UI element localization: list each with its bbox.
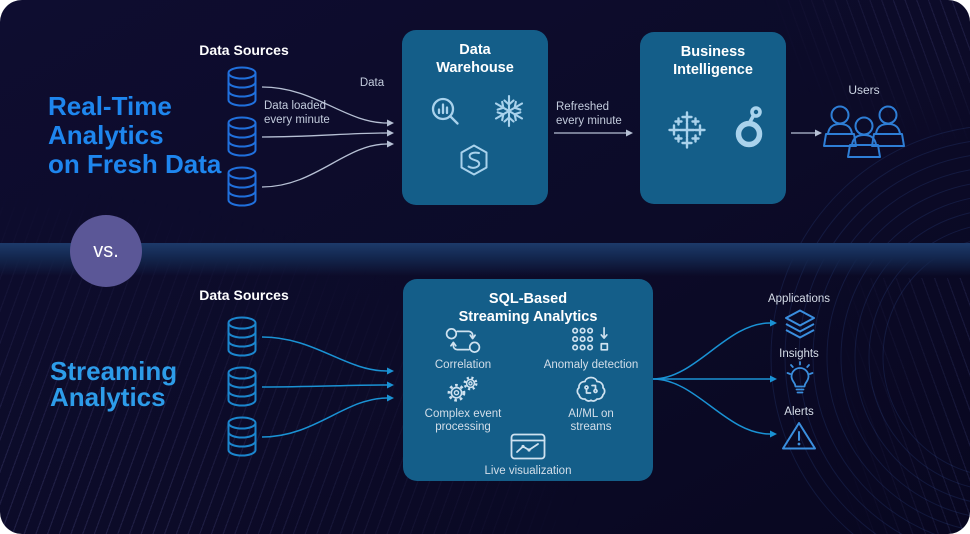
data-arrow-label: Data	[359, 77, 385, 89]
feature-complex-event-processing: Complex event processing	[403, 375, 523, 434]
data-warehouse-box: Data Warehouse	[402, 30, 548, 205]
bi-to-users-arrow	[791, 129, 822, 137]
warehouse-to-bi-arrow	[554, 129, 633, 137]
top-ingest-arrows	[261, 86, 394, 188]
data-sources-label-top: Data Sources	[199, 42, 289, 58]
refresh-note: Refreshed every minute	[556, 101, 622, 127]
layers-icon	[782, 308, 818, 345]
feature-correlation: Correlation	[403, 326, 523, 372]
database-icon	[225, 316, 259, 358]
correlation-icon	[403, 326, 523, 354]
insights-label: Insights	[779, 348, 819, 360]
gears-icon	[403, 375, 523, 403]
sql-streaming-analytics-box: SQL-Based Streaming Analytics	[403, 279, 653, 481]
database-icon	[225, 66, 259, 108]
looker-icon	[732, 104, 768, 155]
alerts-label: Alerts	[784, 406, 814, 418]
database-icon	[225, 416, 259, 458]
tableau-icon	[666, 109, 708, 156]
divider-band	[0, 243, 970, 276]
data-sources-label-bottom: Data Sources	[199, 287, 289, 303]
users-icon	[822, 102, 906, 179]
anomaly-detection-icon	[531, 326, 651, 354]
snowflake-icon	[489, 91, 529, 136]
load-note: Data loaded every minute	[264, 100, 330, 126]
business-intelligence-box: Business Intelligence	[640, 32, 786, 204]
feature-anomaly-detection: Anomaly detection	[531, 326, 651, 372]
database-icon	[225, 166, 259, 208]
vs-label: vs.	[93, 239, 119, 262]
bottom-section-title: Streaming Analytics	[50, 356, 178, 412]
business-intelligence-title: Business Intelligence	[673, 44, 753, 78]
applications-label: Applications	[767, 293, 830, 305]
lightbulb-icon	[784, 361, 816, 402]
bottom-ingest-arrows	[261, 336, 394, 438]
feature-live-visualization: Live visualization	[462, 432, 594, 478]
output-arrows	[652, 319, 777, 438]
sql-box-title: SQL-Based Streaming Analytics	[458, 291, 598, 325]
chart-window-icon	[462, 432, 594, 460]
users-label: Users	[848, 83, 880, 97]
brain-icon	[531, 375, 651, 403]
database-icon	[225, 366, 259, 408]
feature-aiml-on-streams: AI/ML on streams	[531, 375, 651, 434]
database-icon	[225, 116, 259, 158]
singlestore-icon	[456, 142, 492, 183]
magnifier-chart-icon	[427, 94, 465, 137]
vs-badge: vs.	[70, 215, 142, 287]
data-warehouse-title: Data Warehouse	[436, 42, 514, 76]
top-section-title: Real-Time Analytics on Fresh Data	[48, 91, 222, 179]
alert-triangle-icon	[781, 420, 817, 457]
